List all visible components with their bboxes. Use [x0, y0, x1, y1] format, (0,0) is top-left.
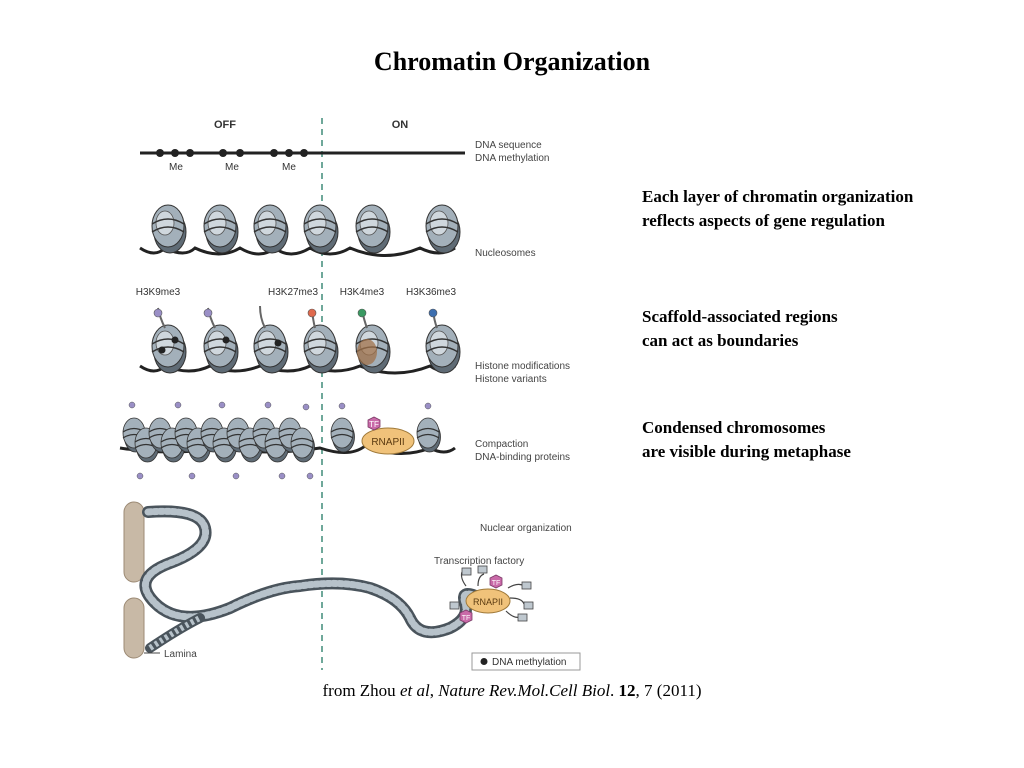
citation-prefix: from Zhou [322, 681, 400, 700]
layer-label-nuclear: Nuclear organization [480, 523, 572, 534]
citation-sep: , [429, 681, 439, 700]
note-line: reflects aspects of gene regulation [642, 211, 885, 230]
layer-label-histone-variants: Histone variants [475, 374, 547, 385]
methylation-legend [471, 652, 581, 671]
citation-journal: Nature Rev.Mol.Cell Biol [438, 681, 611, 700]
tf-label: TF [462, 615, 471, 622]
citation-etal: et al [399, 681, 430, 700]
note-boundaries: Scaffold-associated regions can act as b… [642, 305, 838, 353]
citation-volume: 12 [618, 681, 636, 700]
layer-label-histone-mods: Histone modifications [475, 361, 570, 372]
citation-rest: , 7 (2011) [635, 681, 702, 700]
slide-title: Chromatin Organization [373, 47, 651, 76]
note-regulation: Each layer of chromatin organization ref… [642, 185, 913, 233]
note-metaphase: Condensed chromosomes are visible during… [642, 416, 851, 464]
layer-label-dna-sequence: DNA sequence [475, 140, 542, 151]
mark-label-h3k4me3: H3K4me3 [340, 287, 385, 298]
histone-row [139, 305, 461, 375]
h3k4me3-mark [357, 308, 367, 318]
chromatin-figure: OFF ON Me Me Me DNA sequence DNA methyla… [119, 118, 581, 671]
layer-label-compaction: Compaction [475, 439, 528, 450]
tf-shape [489, 574, 503, 589]
legend-dot [480, 658, 488, 665]
rnapii-label: RNAPII [371, 437, 404, 448]
rnapii-label: RNAPII [473, 597, 503, 607]
h3k27me3-mark [307, 308, 317, 318]
methyl-dots [156, 149, 308, 157]
citation: from Zhou et al, Nature Rev.Mol.Cell Bio… [0, 681, 1024, 701]
layer-label-dna-methylation: DNA methylation [475, 153, 549, 164]
tf-shape [367, 416, 381, 431]
methyl-label: Me [225, 162, 239, 173]
tf-label: TF [492, 580, 501, 587]
note-line: Each layer of chromatin organization [642, 187, 914, 206]
tf-shape [459, 609, 473, 624]
nuclear-organization [123, 501, 534, 659]
methyl-label: Me [169, 162, 183, 173]
lamina-shape [123, 501, 145, 583]
note-line: can act as boundaries [642, 331, 799, 350]
lamina-shape [123, 597, 145, 659]
off-label: OFF [214, 119, 236, 131]
note-line: Condensed chromosomes [642, 418, 826, 437]
h3k36me3-mark [428, 308, 438, 318]
h3k9me3-mark [153, 308, 163, 318]
transcription-factory-label: Transcription factory [434, 556, 524, 567]
legend-label: DNA methylation [492, 657, 566, 668]
citation-sep: . [610, 681, 619, 700]
dna-sequence-row: Me Me Me [140, 149, 465, 173]
transcription-factory [449, 565, 534, 624]
rnapii-shape [465, 588, 511, 614]
tf-label: TF [369, 420, 379, 429]
mark-label-h3k27me3: H3K27me3 [268, 287, 318, 298]
h3k9me3-mark [203, 308, 213, 318]
on-label: ON [392, 119, 409, 131]
nucleosome-row [139, 204, 461, 257]
rnapii-shape [361, 427, 415, 455]
layer-label-nucleosomes: Nucleosomes [475, 248, 536, 259]
layer-label-dna-binding: DNA-binding proteins [475, 452, 570, 463]
methyl-label: Me [282, 162, 296, 173]
mark-label-h3k36me3: H3K36me3 [406, 287, 456, 298]
mark-label-h3k9me3: H3K9me3 [136, 287, 181, 298]
lamina-label: Lamina [164, 649, 197, 660]
compaction-row [119, 401, 456, 480]
note-line: are visible during metaphase [642, 442, 851, 461]
note-line: Scaffold-associated regions [642, 307, 838, 326]
